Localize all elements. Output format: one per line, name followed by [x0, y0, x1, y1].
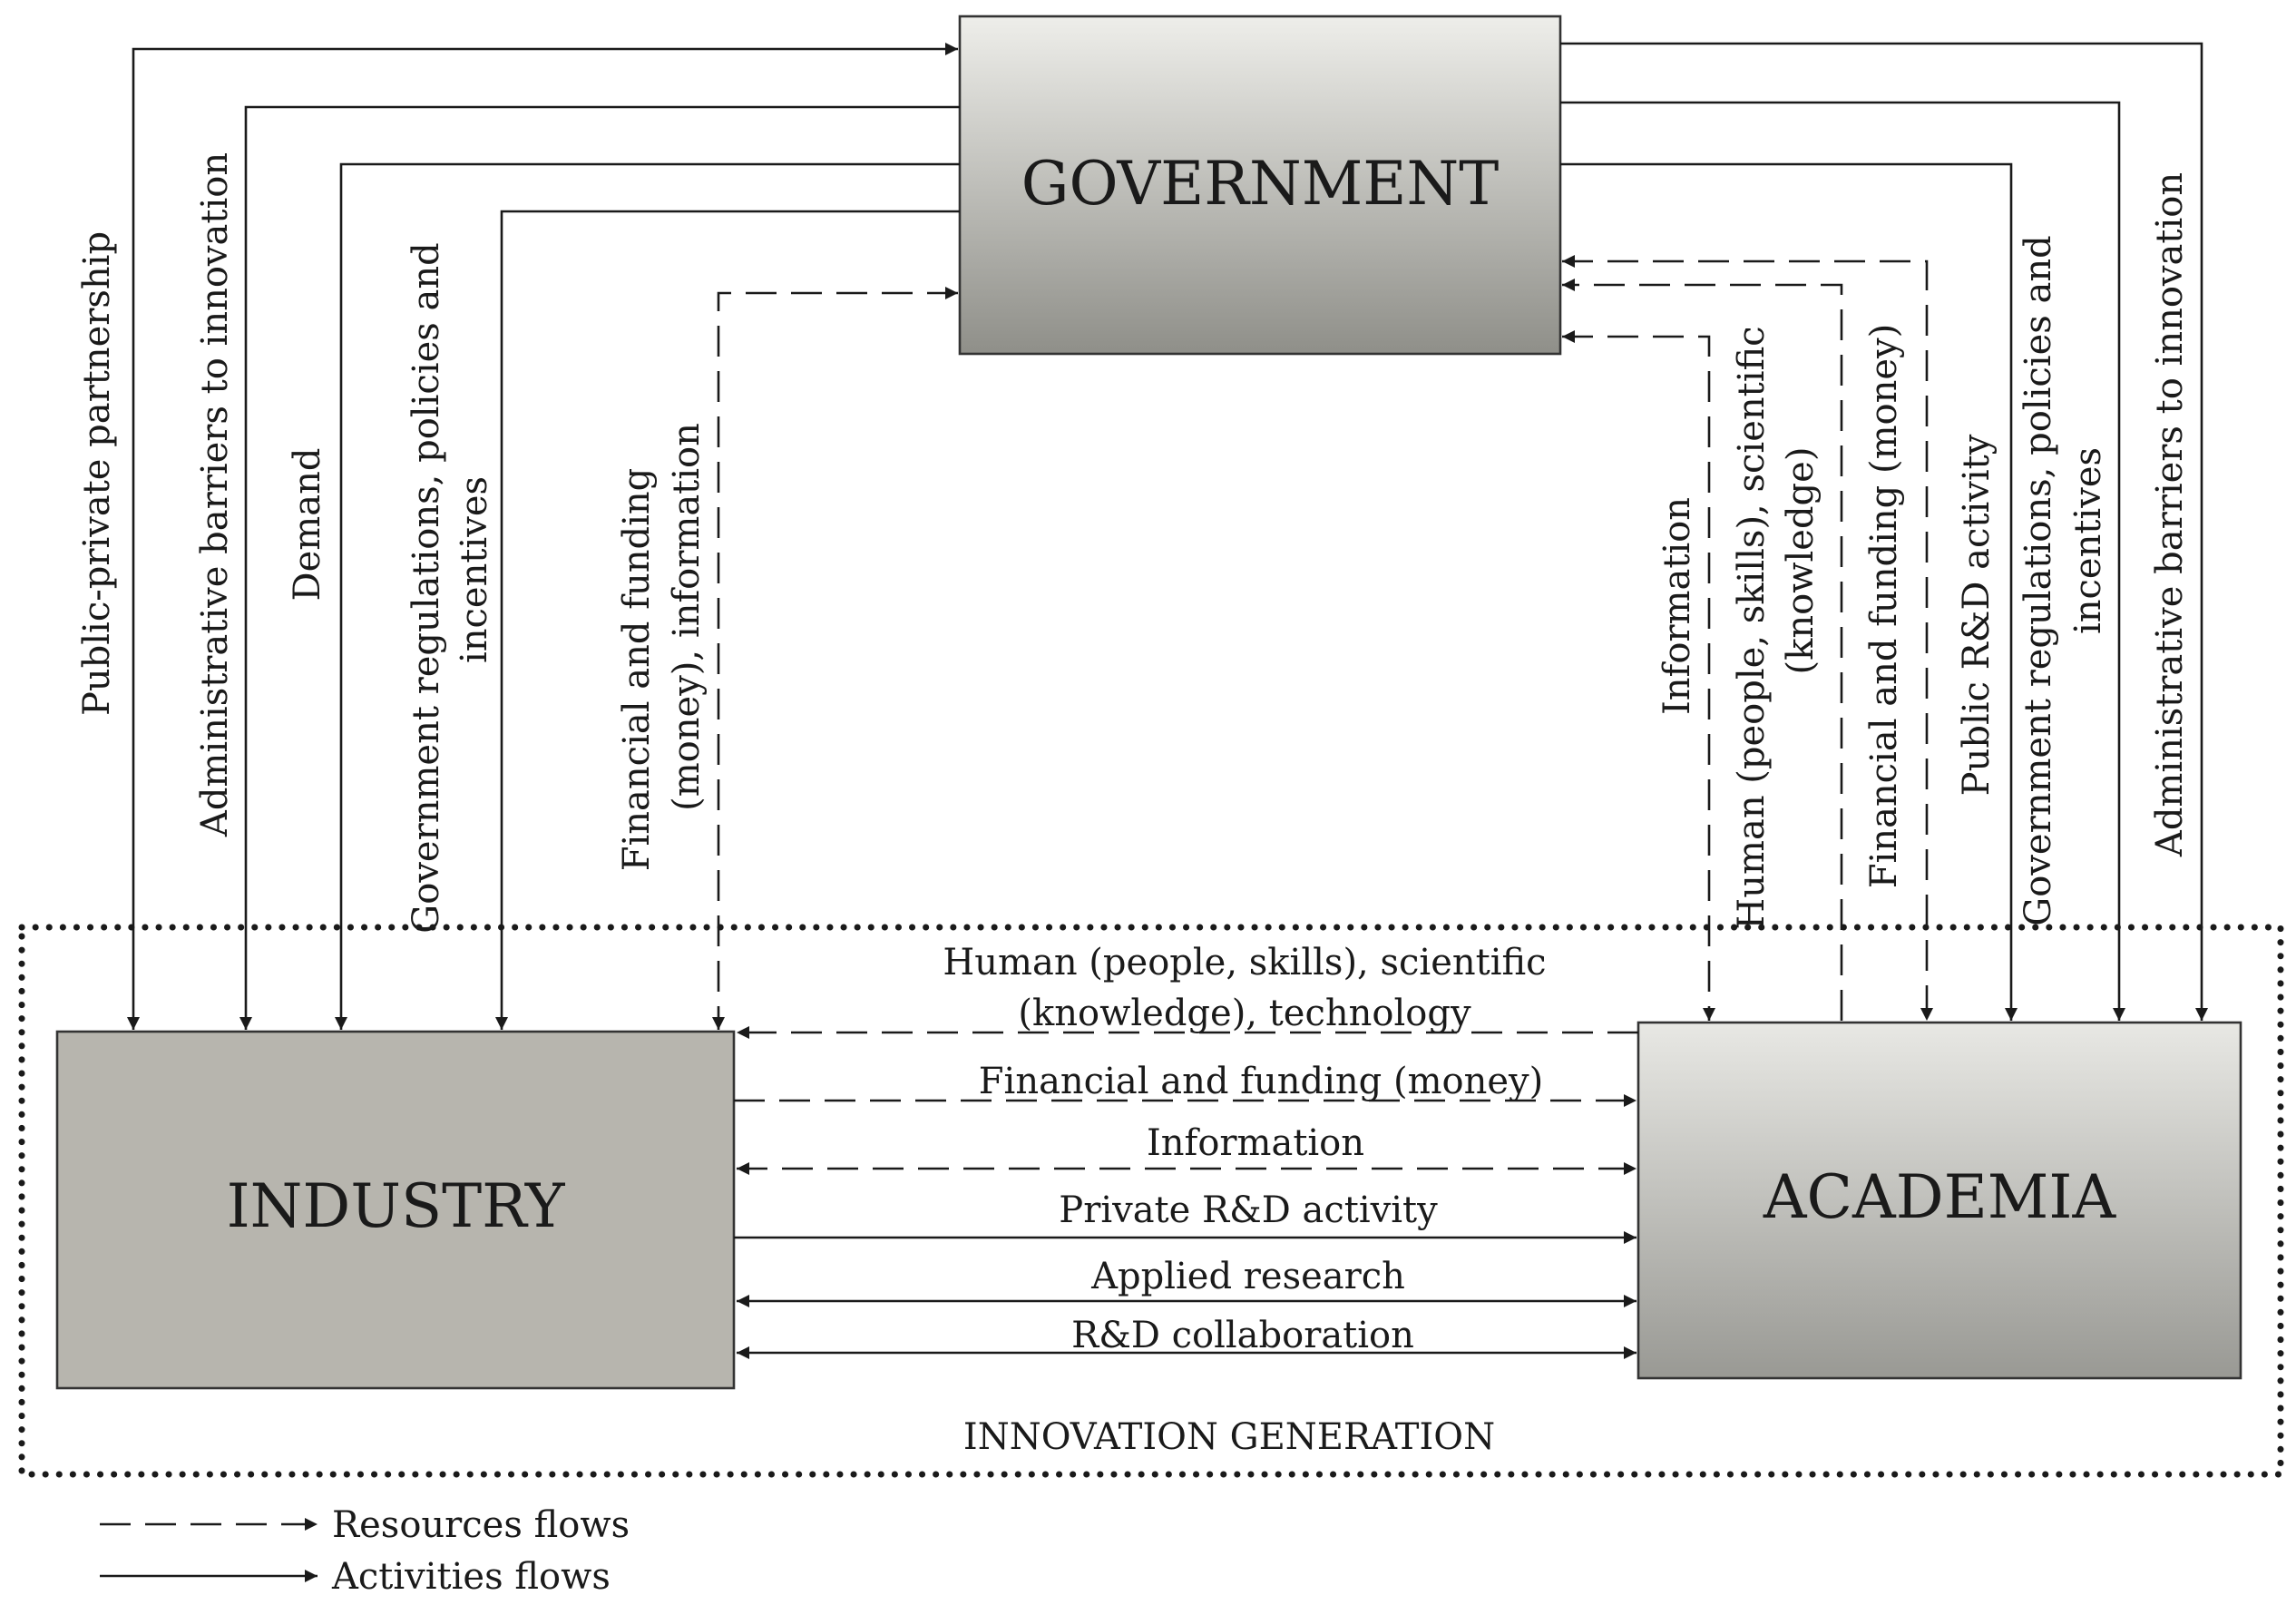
label-left-gov-regulations-line2: incentives [454, 476, 495, 663]
label-right-human-line1: Human (people, skills), scientific [1731, 326, 1773, 929]
label-right-admin-barriers: Administrative barriers to innovation [2149, 172, 2191, 857]
flow-right-financial [1562, 255, 1933, 1021]
label-mid-human-line1: Human (people, skills), scientific [943, 942, 1546, 984]
legend-resources-label: Resources flows [332, 1504, 630, 1546]
academia-title: ACADEMIA [1763, 1162, 2117, 1232]
label-right-human-line2: (knowledge) [1780, 447, 1822, 675]
label-public-rd-activity: Public R&D activity [1956, 434, 1998, 796]
innovation-generation-region [18, 924, 2284, 1478]
label-mid-human-line2: (knowledge), technology [1018, 993, 1471, 1034]
flow-public-rd-activity [1560, 162, 2018, 1021]
legend: Resources flows Activities flows [100, 1504, 630, 1598]
label-right-information: Information [1656, 497, 1698, 715]
label-mid-private-rd: Private R&D activity [1059, 1189, 1438, 1231]
industry-title: INDUSTRY [227, 1171, 566, 1241]
flow-public-private-partnership [127, 43, 958, 1030]
flow-demand [335, 162, 960, 1030]
label-mid-financial: Financial and funding (money) [979, 1061, 1543, 1102]
label-mid-information: Information [1147, 1122, 1364, 1164]
government-title: GOVERNMENT [1021, 149, 1500, 219]
flow-right-admin-barriers [1560, 42, 2208, 1021]
label-left-admin-barriers: Administrative barriers to innovation [194, 152, 236, 837]
label-public-private-partnership: Public-private partnership [76, 231, 118, 716]
flow-left-financial-information [712, 287, 958, 1030]
label-demand: Demand [287, 448, 328, 602]
legend-activities-label: Activities flows [331, 1556, 611, 1598]
government-box [958, 15, 1562, 356]
label-right-gov-regulations-line1: Government regulations, policies and [2018, 235, 2059, 925]
label-right-financial: Financial and funding (money) [1863, 324, 1905, 888]
flow-left-gov-regulations [495, 210, 960, 1030]
flow-left-admin-barriers [239, 105, 960, 1030]
label-mid-rd-collaboration: R&D collaboration [1071, 1315, 1414, 1356]
label-mid-applied-research: Applied research [1090, 1256, 1405, 1297]
academia-box [1637, 1021, 2242, 1380]
innovation-generation-label: INNOVATION GENERATION [963, 1416, 1495, 1458]
flow-right-gov-regulations [1560, 101, 2125, 1021]
label-right-gov-regulations-line2: incentives [2067, 447, 2109, 634]
label-left-gov-regulations-line1: Government regulations, policies and [405, 242, 447, 933]
label-left-financial-line1: Financial and funding [616, 468, 658, 872]
label-left-financial-line2: (money), information [666, 423, 708, 811]
industry-box [55, 1030, 736, 1390]
